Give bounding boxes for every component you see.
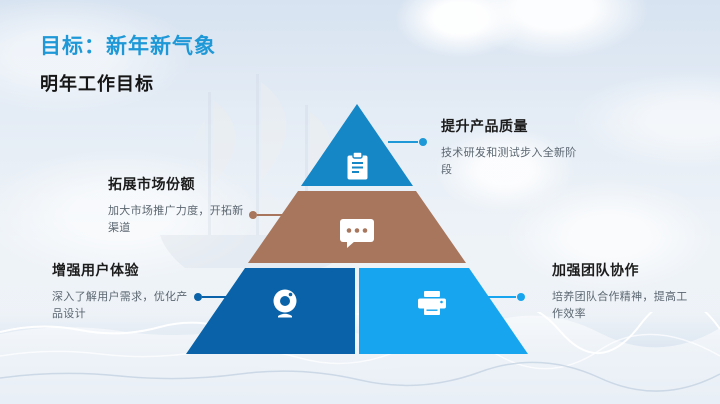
connector-dot: [194, 293, 202, 301]
printer-icon: [418, 291, 446, 315]
label-description: 加大市场推广力度，开拓新渠道: [108, 204, 244, 235]
connector-bottom-left: [194, 293, 231, 301]
slide-subtitle: 明年工作目标: [40, 74, 154, 95]
label-bottom-left: 增强用户体验 深入了解用户需求，优化产品设计: [52, 260, 190, 322]
connector-bottom-right: [486, 293, 525, 301]
connector-dot: [249, 211, 257, 219]
label-title: 增强用户体验: [52, 263, 139, 279]
label-bottom-right: 加强团队协作 培养团队合作精神，提高工作效率: [552, 260, 690, 322]
label-description: 技术研发和测试步入全新阶段: [441, 146, 577, 177]
clipboard-icon: [347, 151, 368, 180]
chat-dots-icon: [340, 219, 374, 248]
label-description: 深入了解用户需求，优化产品设计: [52, 290, 188, 321]
label-title: 加强团队协作: [552, 263, 639, 279]
slide-title: 目标：新年新气象: [40, 34, 216, 58]
pyramid-tier-bottom-right: [359, 268, 528, 354]
ocean-waves-background: [0, 312, 720, 404]
label-description: 培养团队合作精神，提高工作效率: [552, 290, 688, 321]
pyramid-tier-bottom-left: [186, 268, 355, 354]
label-top-right: 提升产品质量 技术研发和测试步入全新阶段: [441, 116, 579, 178]
label-title: 拓展市场份额: [108, 177, 195, 193]
pyramid-tier-top: [301, 104, 413, 186]
connector-mid-left: [249, 211, 284, 219]
connector-dot: [419, 138, 427, 146]
label-mid-left: 拓展市场份额 加大市场推广力度，开拓新渠道: [108, 174, 246, 236]
webcam-icon: [273, 289, 297, 318]
connector-top-right: [388, 138, 427, 146]
connector-dot: [517, 293, 525, 301]
label-title: 提升产品质量: [441, 119, 528, 135]
